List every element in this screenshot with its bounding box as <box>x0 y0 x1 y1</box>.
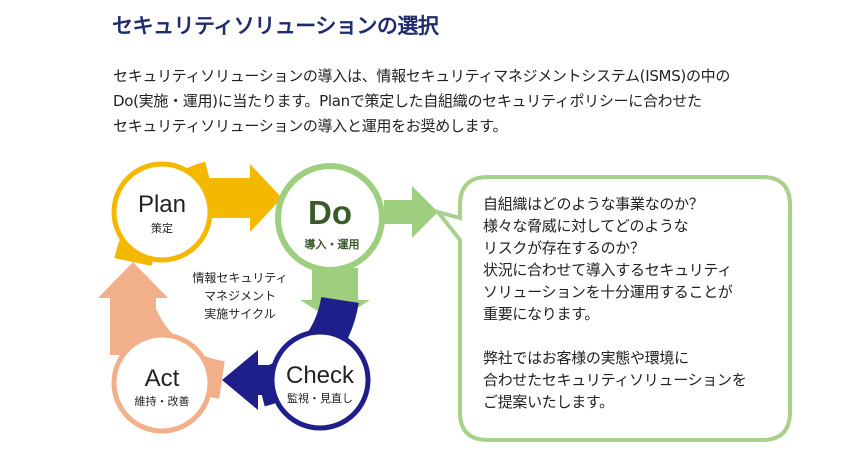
intro-line: セキュリティソリューションの導入は、情報セキュリティマネジメントシステム(ISM… <box>113 67 731 85</box>
bubble-line: 自組織はどのような事業なのか？ <box>483 195 704 213</box>
bubble-line: ご提案いたします。 <box>483 393 614 411</box>
phase-plan-sub: 策定 <box>151 221 173 235</box>
phase-do: Do 導入・運用 <box>275 163 385 273</box>
intro-paragraph: セキュリティソリューションの導入は、情報セキュリティマネジメントシステム(ISM… <box>113 64 813 139</box>
phase-check-sub: 監視・見直し <box>287 391 353 405</box>
phase-do-sub: 導入・運用 <box>305 237 360 251</box>
bubble-spacer <box>483 325 783 347</box>
phase-do-label: Do <box>308 194 352 231</box>
page-title: セキュリティソリューションの選択 <box>112 14 439 38</box>
cycle-center-line: 実施サイクル <box>204 306 275 321</box>
arrow-to-bubble <box>384 186 438 238</box>
phase-act-sub: 維持・改善 <box>135 394 190 408</box>
phase-check: Check 監視・見直し <box>269 329 371 431</box>
speech-bubble <box>432 175 792 442</box>
intro-line: セキュリティソリューションの導入と運用をお奨めします。 <box>113 117 508 135</box>
cycle-center-caption: 情報セキュリティ マネジメント 実施サイクル <box>192 271 287 321</box>
cycle-center-line: マネジメント <box>204 289 276 303</box>
arrow-plan-to-do <box>204 164 282 232</box>
bubble-text: 自組織はどのような事業なのか？ 様々な脅威に対してどのような リスクが存在するの… <box>483 193 783 413</box>
cycle-center-line: 情報セキュリティ <box>192 271 287 285</box>
phase-act-label: Act <box>145 365 180 392</box>
phase-plan-label: Plan <box>138 191 186 218</box>
bubble-line: 弊社ではお客様の実態や環境に <box>483 349 689 367</box>
phase-act: Act 維持・改善 <box>111 332 213 434</box>
bubble-line: 状況に合わせて導入するセキュリティ <box>483 261 733 279</box>
bubble-line: リスクが存在するのか？ <box>483 239 645 257</box>
bubble-line: 重要になります。 <box>483 305 600 323</box>
bubble-line: 様々な脅威に対してどのような <box>483 217 689 235</box>
bubble-line: ソリューションを十分運用することが <box>483 283 733 301</box>
intro-line: Do(実施・運用)に当たります。Planで策定した自組織のセキュリティポリシーに… <box>113 92 702 110</box>
bubble-line: 合わせたセキュリティソリューションを <box>483 371 747 389</box>
phase-check-label: Check <box>286 362 355 389</box>
phase-plan: Plan 策定 <box>111 161 213 263</box>
